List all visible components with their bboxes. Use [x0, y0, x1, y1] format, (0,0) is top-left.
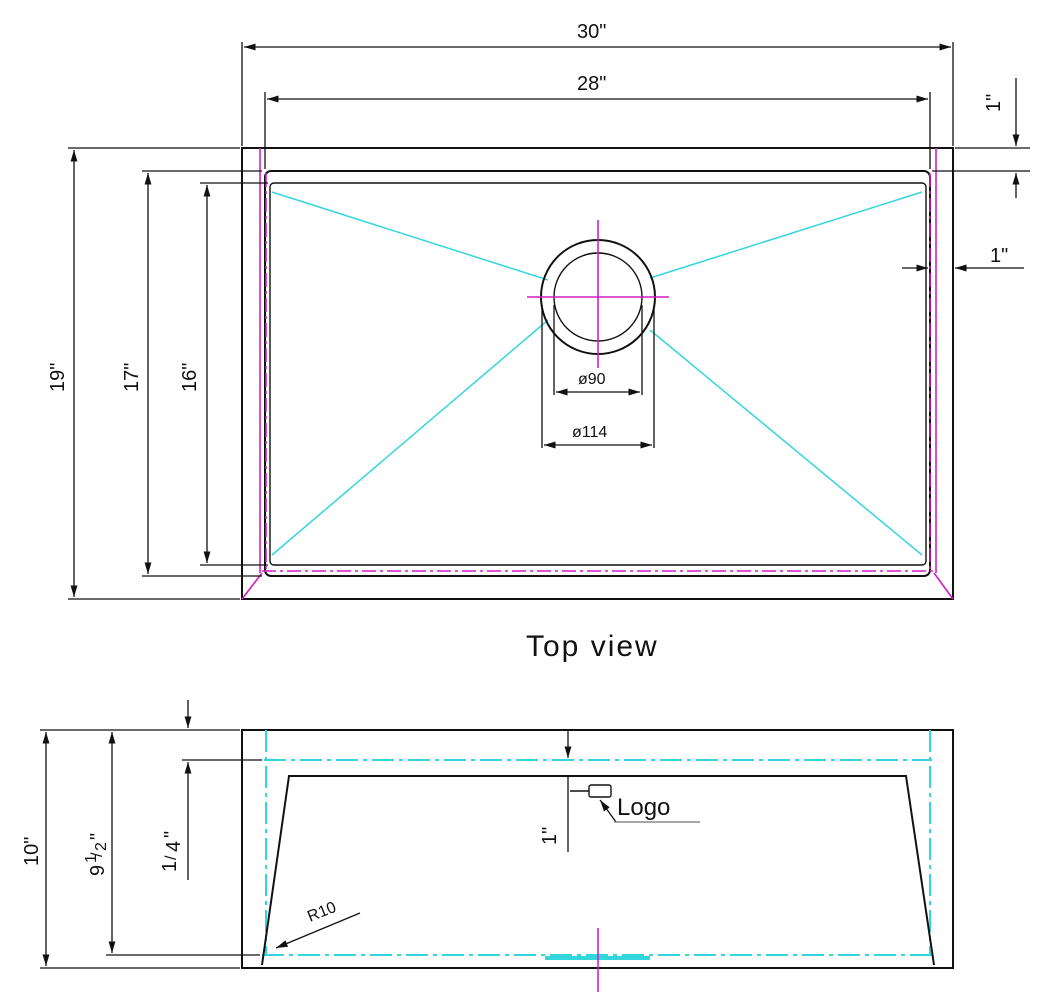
dim-17-label: 17" — [121, 363, 143, 392]
dim-30-label: 30" — [577, 21, 606, 43]
dim-d90-label: ø90 — [578, 371, 606, 388]
top-view: ø90 ø114 30" 28" 1" 1" 19" 17" — [47, 21, 1030, 663]
dim-9half-label: 9 1 / 2 " — [83, 833, 110, 876]
slope-line-tr — [649, 191, 923, 279]
top-view-title: Top view — [526, 630, 659, 663]
side-view: Logo 1" R10 10" 9 1 / 2 " 1 / 4 — [21, 700, 954, 992]
construction-corner-bl — [241, 572, 263, 600]
dim-r10-label: R10 — [305, 899, 339, 926]
dim-rim-top-label: 1" — [983, 94, 1005, 112]
dim-9half-num: 1 — [83, 854, 100, 863]
dim-d114-label: ø114 — [572, 424, 607, 441]
construction-corner-br — [933, 572, 954, 600]
slope-line-br — [649, 329, 923, 556]
dim-9half-den: 2 — [93, 842, 110, 851]
dim-quarter-slash: / — [163, 855, 180, 860]
dim-9half-whole: 9 — [87, 865, 109, 876]
dim-10-label: 10" — [21, 837, 43, 866]
dim-logo-drop-label: 1" — [539, 827, 561, 845]
dim-28-label: 28" — [577, 73, 606, 95]
slope-line-tl — [271, 191, 549, 281]
dim-quarter-inch: " — [161, 831, 183, 838]
logo-leader — [599, 799, 617, 823]
dim-9half-inch: " — [87, 833, 109, 840]
dim-9half-slash: / — [89, 852, 106, 857]
dim-16-label: 16" — [179, 363, 201, 392]
side-bowl-profile — [261, 775, 935, 966]
dim-r10-leader — [275, 912, 361, 949]
dim-rim-side-label: 1" — [990, 245, 1008, 267]
dim-quarter-num: 1 — [159, 861, 181, 872]
top-outer-rim — [241, 147, 954, 600]
dim-19-label: 19" — [47, 363, 69, 392]
dim-quarter-den: 4 — [163, 841, 185, 852]
slope-line-bl — [271, 319, 549, 556]
dim-quarter-label: 1 / 4 " — [159, 831, 185, 872]
logo-plate — [588, 784, 612, 798]
top-bowl-outline — [269, 182, 927, 566]
logo-label: Logo — [617, 794, 670, 821]
